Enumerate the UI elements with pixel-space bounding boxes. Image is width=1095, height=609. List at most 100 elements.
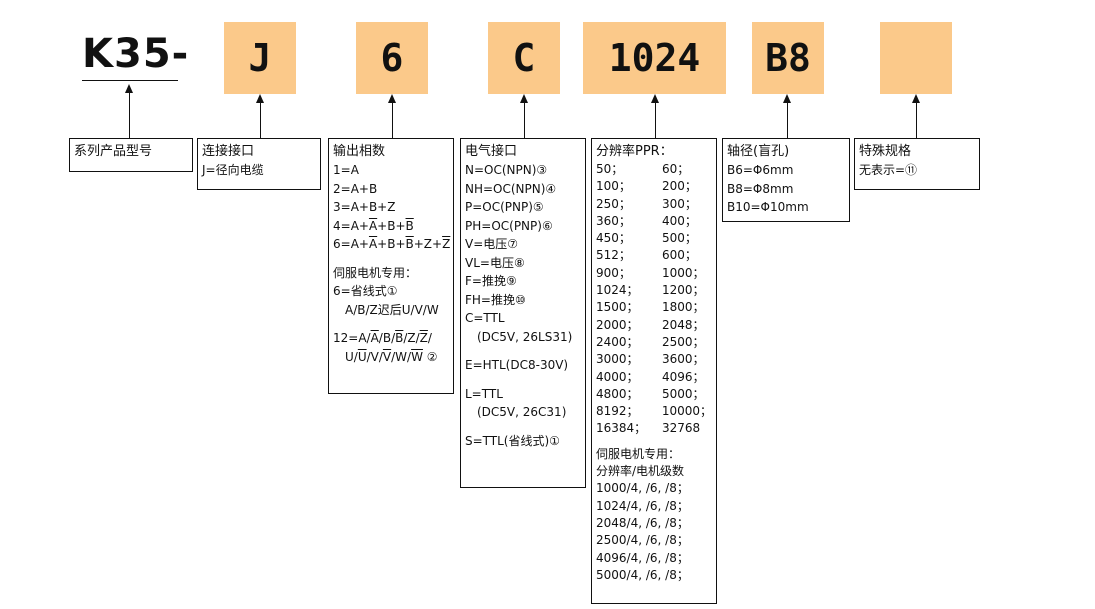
resolution-row: 250；300； [596, 196, 712, 213]
signal-item: PH=OC(PNP)⑥ [465, 218, 553, 233]
resolution-row: 2000；2048； [596, 317, 712, 334]
resolution-row: 1024； 1200； [596, 282, 712, 299]
resolution-value: 200； [662, 179, 697, 194]
phase-6: 6=A+A+B+B+Z+Z [333, 237, 451, 251]
connection-box: 连接接口 J=径向电缆 [197, 138, 321, 190]
resolution-value: 500； [662, 231, 697, 246]
signal-l-detail: (DC5V, 26C31) [477, 405, 567, 419]
output-servo12-line2: U/U/V/V/W/W ② [345, 349, 438, 364]
output-box: 输出相数 1=A 2=A+B 3=A+B+Z 4=A+A+B+B 6=A+A+B… [328, 138, 454, 394]
signal-item: NH=OC(NPN)④ [465, 181, 557, 196]
signal-s: S=TTL(省线式)① [465, 433, 560, 448]
connection-line: J=径向电缆 [202, 163, 264, 177]
connector-line-special [916, 102, 917, 138]
resolution-servo-row: 5000/4, /6, /8； [596, 567, 689, 582]
resolution-value: 3600； [662, 352, 705, 367]
resolution-value: 360； [596, 213, 631, 228]
arrow-special [912, 94, 920, 103]
arrow-connection [256, 94, 264, 103]
resolution-row: 100；200； [596, 178, 712, 195]
signal-item: V=电压⑦ [465, 237, 519, 251]
connector-line-resolution [655, 102, 656, 138]
resolution-value: 900； [596, 265, 631, 280]
resolution-servo-row: 2048/4, /6, /8； [596, 515, 689, 530]
series-title: 系列产品型号 [74, 144, 153, 159]
arrow-series [125, 84, 133, 93]
resolution-row: 2400； 2500； [596, 334, 712, 351]
resolution-row: 50； 60； [596, 161, 712, 178]
shaft-line: B6=Φ6mm [727, 163, 794, 177]
output-servo-title: 伺服电机专用： [333, 265, 418, 280]
signal-c: C=TTL [465, 311, 505, 325]
resolution-value: 1200； [662, 283, 705, 298]
phase-2: 2=A+B [333, 181, 378, 196]
phase-4: 4=A+A+B+B [333, 218, 414, 233]
model-prefix: K35- [82, 31, 190, 77]
signal-e: E=HTL(DC8-30V) [465, 358, 569, 372]
resolution-value: 60； [662, 162, 690, 176]
resolution-value: 3000； [596, 352, 639, 367]
resolution-value: 2500； [662, 334, 705, 349]
resolution-value: 32768 [662, 421, 701, 436]
connector-line-shaft [787, 102, 788, 138]
arrow-output [388, 94, 396, 103]
resolution-servo-row: 1024/4, /6, /8； [596, 498, 689, 513]
output-servo6-detail: A/B/Z迟后U/V/W [345, 302, 439, 317]
resolution-value: 600； [662, 248, 697, 263]
resolution-servo-sub: 分辨率/电机级数 [596, 464, 685, 479]
shaft-line: B10=Φ10mm [727, 200, 809, 214]
resolution-value: 450； [596, 231, 631, 246]
connector-line-signal [524, 102, 525, 138]
signal-l: L=TTL [465, 386, 503, 401]
resolution-value: 10000； [661, 404, 712, 419]
resolution-value: 1800； [662, 300, 705, 315]
special-box: 特殊规格 无表示=⑪ [854, 138, 980, 190]
resolution-value: 2400； [596, 334, 639, 349]
shaft-title: 轴径(盲孔) [727, 144, 790, 159]
resolution-value: 4800； [596, 386, 639, 401]
output-servo6: 6=省线式① [333, 284, 398, 298]
resolution-value: 4096； [662, 369, 705, 384]
resolution-row: 360； 400； [596, 213, 712, 230]
signal-item: VL=电压⑧ [465, 255, 525, 270]
resolution-value: 5000； [662, 386, 705, 401]
series-box: 系列产品型号 [69, 138, 193, 172]
resolution-value: 16384； [596, 421, 647, 436]
resolution-servo-rows: 1000/4, /6, /8； 1024/4, /6, /8； 2048/4, /6… [596, 480, 712, 584]
arrow-shaft [783, 94, 791, 103]
shaft-line: B8=Φ8mm [727, 181, 794, 196]
resolution-value: 512； [596, 248, 631, 263]
signal-title: 电气接口 [465, 144, 518, 159]
special-title: 特殊规格 [859, 144, 912, 159]
segment-signal: C [488, 22, 560, 94]
arrow-signal [520, 94, 528, 103]
resolution-title: 分辨率PPR： [596, 144, 673, 159]
resolution-servo-row: 1000/4, /6, /8； [596, 481, 689, 496]
resolution-value: 1024； [596, 283, 639, 298]
signal-item: N=OC(NPN)③ [465, 163, 548, 177]
connector-line-connection [260, 102, 261, 138]
signal-c-detail: (DC5V, 26LS31) [477, 329, 573, 344]
shaft-box: 轴径(盲孔) B6=Φ6mm B8=Φ8mm B10=Φ10mm [722, 138, 850, 222]
output-servo12-line1: 12=A/A/B/B/Z/Z/ [333, 331, 432, 345]
segment-shaft: B8 [752, 22, 824, 94]
segment-connection: J [224, 22, 296, 94]
segment-output: 6 [356, 22, 428, 94]
resolution-servo-row: 4096/4, /6, /8； [596, 550, 689, 565]
resolution-value: 250； [596, 196, 631, 211]
phase-1: 1=A [333, 163, 359, 177]
phase-3: 3=A+B+Z [333, 200, 396, 214]
resolution-row: 16384； 32768 [596, 420, 712, 437]
resolution-row: 4000；4096； [596, 369, 712, 386]
resolution-row: 3000； 3600； [596, 351, 712, 368]
resolution-value: 400； [662, 213, 697, 228]
resolution-value: 50； [596, 162, 624, 176]
resolution-value: 8192； [596, 404, 639, 419]
resolution-rows: 50； 60； 100；200；250；300；360； 400； 450； 500； 51… [596, 161, 712, 438]
resolution-servo-title: 伺服电机专用： [596, 446, 681, 461]
resolution-box: 分辨率PPR： 50； 60； 100；200；250；300；360； 400； 45… [591, 138, 717, 604]
resolution-servo-row: 2500/4, /6, /8； [596, 533, 689, 548]
output-title: 输出相数 [333, 144, 386, 159]
resolution-value: 1500； [596, 300, 639, 315]
connector-line-output [392, 102, 393, 138]
